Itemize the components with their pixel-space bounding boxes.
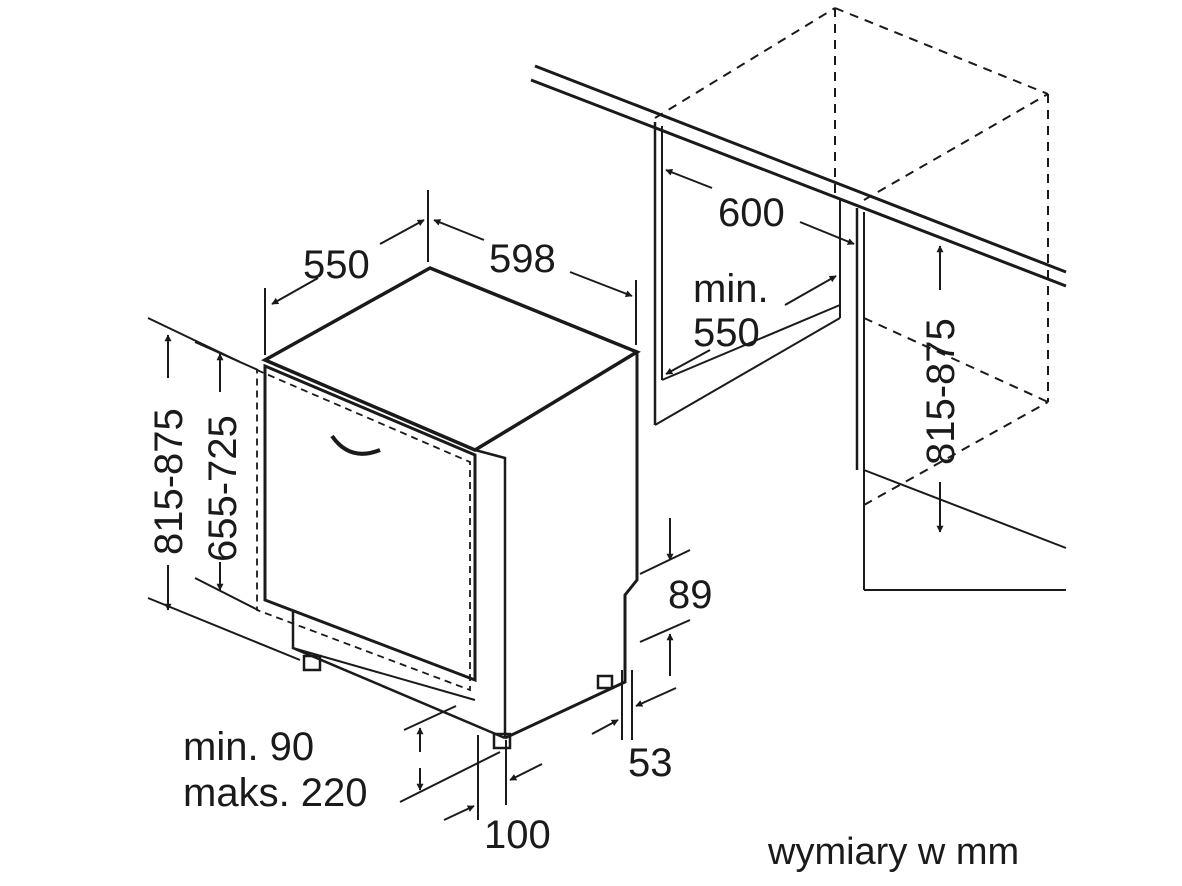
door-handle — [330, 434, 381, 456]
niche-height-label: 815-875 — [919, 318, 963, 465]
depth-label: 550 — [303, 243, 370, 287]
niche-width-label: 600 — [718, 191, 785, 235]
plinth-recess-label: 53 — [628, 741, 673, 785]
dimension-lines — [147, 169, 944, 821]
width-label: 598 — [489, 237, 556, 281]
units-note: wymiary w mm — [767, 831, 1019, 873]
door-height-label: 655-725 — [201, 415, 245, 562]
plinth-depth-label: 100 — [484, 813, 551, 857]
plinth-height-min-label: min. 90 — [183, 725, 314, 769]
dishwasher-body — [256, 266, 641, 750]
plinth-height-max-label: maks. 220 — [183, 771, 368, 815]
niche-min-label: min. — [693, 267, 769, 311]
total-height-label: 815-875 — [147, 408, 191, 555]
plinth-top-label: 89 — [668, 573, 713, 617]
niche-min-value: 550 — [693, 311, 760, 355]
cabinet-niche — [530, 7, 1067, 591]
